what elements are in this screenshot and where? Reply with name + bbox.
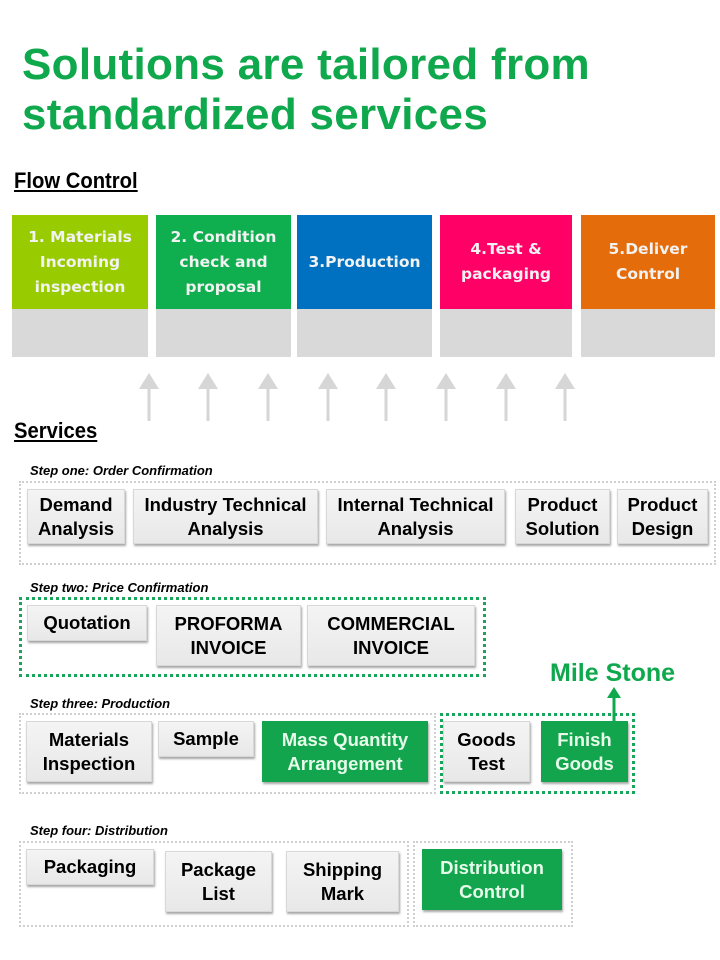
service-goods-test: Goods Test: [443, 721, 530, 782]
flow-stage-5-header: 5.Deliver Control: [581, 215, 715, 309]
service-distribution-control: Distribution Control: [422, 849, 562, 910]
service-materials-inspection: Materials Inspection: [26, 721, 152, 782]
service-product-solution: Product Solution: [515, 489, 610, 544]
services-heading: Services: [14, 418, 98, 443]
page-title: Solutions are tailored from standardized…: [22, 40, 590, 139]
milestone-arrow-icon: [607, 687, 621, 722]
flow-stage-4-header: 4.Test & packaging: [440, 215, 572, 309]
milestone-group: [440, 713, 635, 794]
service-sample: Sample: [158, 721, 254, 757]
up-arrow-icon: [318, 373, 338, 421]
flow-control-heading: Flow Control: [14, 168, 138, 193]
flow-stage-1-header: 1. Materials Incoming inspection: [12, 215, 148, 309]
service-packaging: Packaging: [26, 849, 154, 885]
flow-stage-4-footer: [440, 309, 572, 357]
up-arrow-icon: [139, 373, 159, 421]
up-arrow-icon: [376, 373, 396, 421]
step-four-group: [19, 841, 409, 927]
flow-stage-2-footer: [156, 309, 291, 357]
service-demand-analysis: Demand Analysis: [27, 489, 125, 544]
flow-stage-3-footer: [297, 309, 432, 357]
up-arrow-icon: [436, 373, 456, 421]
up-arrow-icon: [496, 373, 516, 421]
step-three-group: [19, 713, 436, 794]
step-two-group: [19, 597, 486, 677]
flow-stage-2-header: 2. Condition check and proposal: [156, 215, 291, 309]
step-three-label: Step three: Production: [30, 696, 171, 711]
step-four-label: Step four: Distribution: [30, 823, 168, 838]
flow-stage-5-footer: [581, 309, 715, 357]
flow-stage-2: 2. Condition check and proposal: [156, 215, 291, 357]
step-one-label: Step one: Order Confirmation: [30, 463, 213, 478]
service-mass-quantity-arrangement: Mass Quantity Arrangement: [262, 721, 428, 782]
service-industry-technical-analysis: Industry Technical Analysis: [133, 489, 318, 544]
service-quotation: Quotation: [27, 605, 147, 641]
milestone-label: Mile Stone: [550, 659, 676, 687]
step-two-label: Step two: Price Confirmation: [30, 580, 209, 595]
service-commercial-invoice: COMMERCIAL INVOICE: [307, 605, 475, 666]
up-arrow-icon: [258, 373, 278, 421]
service-internal-technical-analysis: Internal Technical Analysis: [326, 489, 505, 544]
flow-stage-5: 5.Deliver Control: [581, 215, 715, 357]
up-arrow-icon: [555, 373, 575, 421]
flow-stage-4: 4.Test & packaging: [440, 215, 572, 357]
service-shipping-mark: Shipping Mark: [286, 851, 399, 912]
flow-stage-1-footer: [12, 309, 148, 357]
flow-stage-3-header: 3.Production: [297, 215, 432, 309]
distribution-control-group: [413, 841, 573, 927]
flow-stage-1: 1. Materials Incoming inspection: [12, 215, 148, 357]
up-arrow-icon: [198, 373, 218, 421]
flow-stage-3: 3.Production: [297, 215, 432, 357]
service-package-list: Package List: [165, 851, 272, 912]
service-proforma-invoice: PROFORMA INVOICE: [156, 605, 301, 666]
step-one-group: [19, 481, 716, 565]
service-product-design: Product Design: [617, 489, 708, 544]
service-finish-goods: Finish Goods: [541, 721, 628, 782]
